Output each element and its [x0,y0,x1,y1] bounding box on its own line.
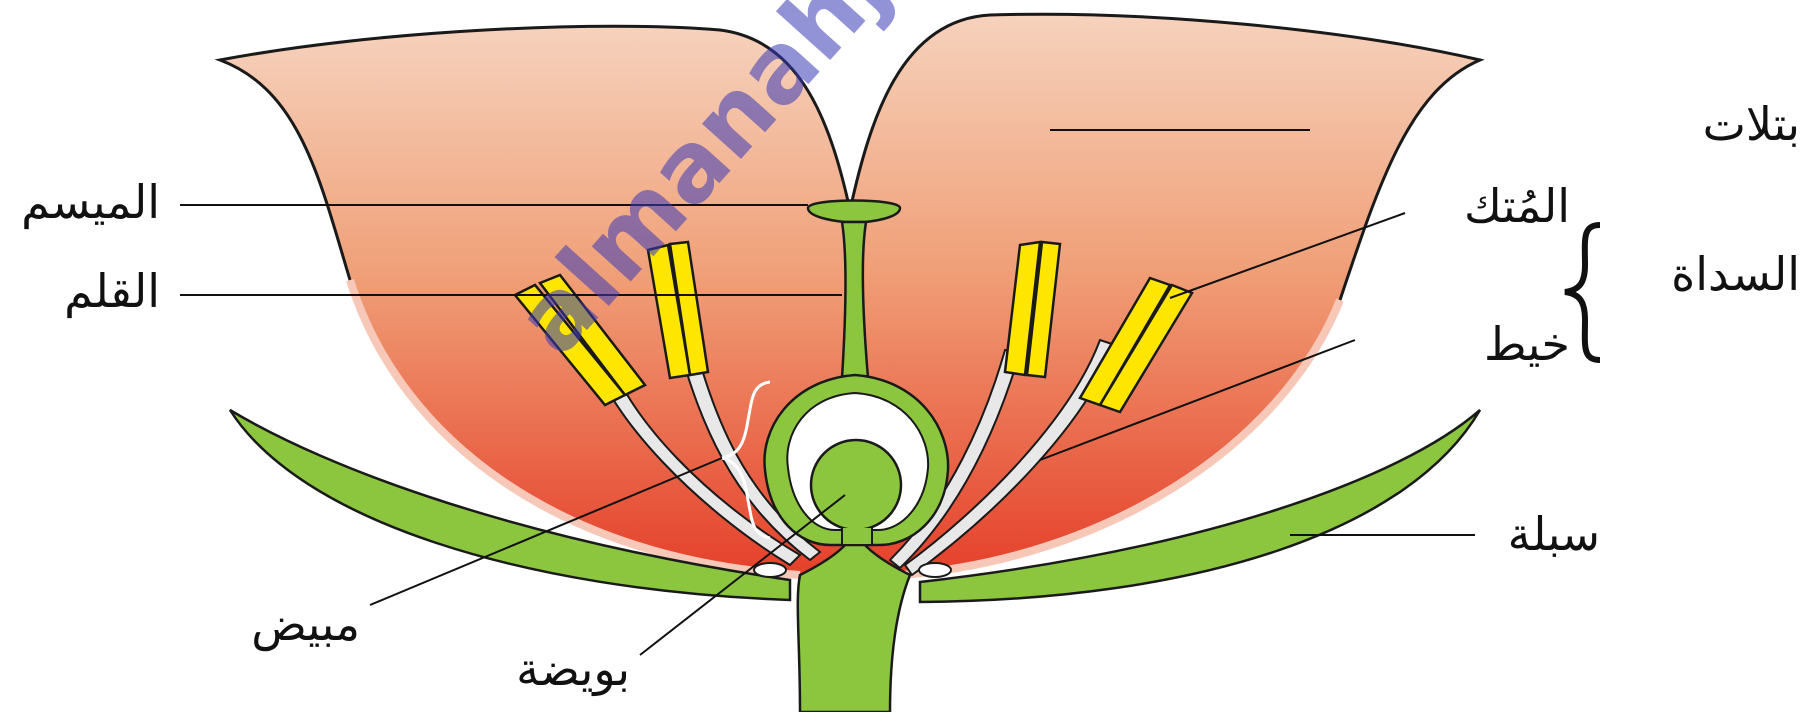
label-sepal: سبلة [1508,507,1600,561]
label-ovule: بويضة [516,642,630,697]
label-ovary: مبيض [251,597,360,652]
label-stigma: الميسم [21,175,160,229]
label-anther: المُتك [1464,179,1570,233]
label-filament: خيط [1484,317,1570,371]
label-petals: بتلات [1703,97,1800,151]
label-style: القلم [64,264,160,318]
stamen-brace [1565,225,1600,360]
stigma-shape [808,201,900,223]
style-shape [842,222,868,378]
label-stamen: السداة [1671,247,1800,301]
ovule-shape [811,440,901,530]
